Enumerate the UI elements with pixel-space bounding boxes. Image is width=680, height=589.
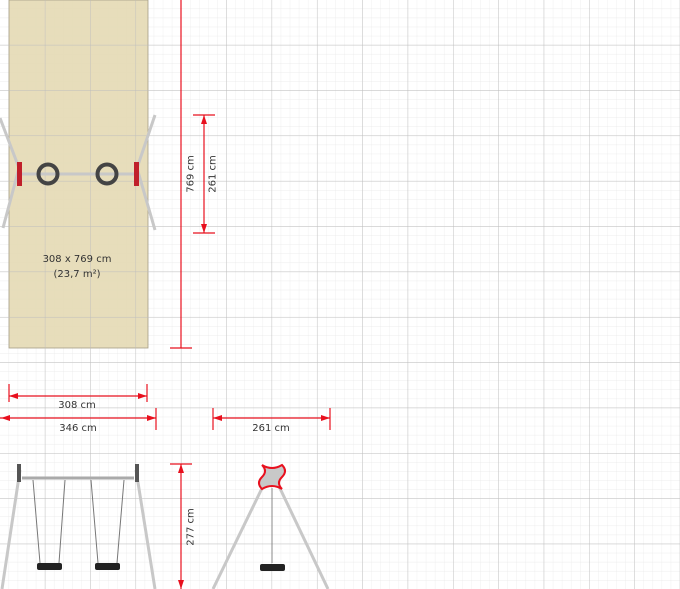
dimension-lines — [0, 0, 331, 589]
top-view-swing — [0, 114, 157, 231]
tyre-seat — [37, 563, 62, 570]
total-length-label: 769 cm — [185, 155, 197, 193]
tyre-seat — [95, 162, 119, 186]
frame-width-outer-label: 346 cm — [59, 423, 97, 434]
area-m2-label: (23,7 m²) — [53, 269, 101, 280]
side-width-label: 261 cm — [252, 423, 290, 434]
area-label: 308 x 769 cm — [42, 254, 112, 265]
tyre-seat — [260, 564, 285, 571]
frame-depth-label: 261 cm — [207, 155, 219, 193]
frame-width-inner-label: 308 cm — [58, 400, 96, 411]
tyre-seat — [95, 563, 120, 570]
side-view-swing — [211, 463, 330, 589]
height-label: 277 cm — [185, 508, 197, 546]
tyre-seat — [36, 162, 60, 186]
front-view-swing — [0, 464, 157, 589]
